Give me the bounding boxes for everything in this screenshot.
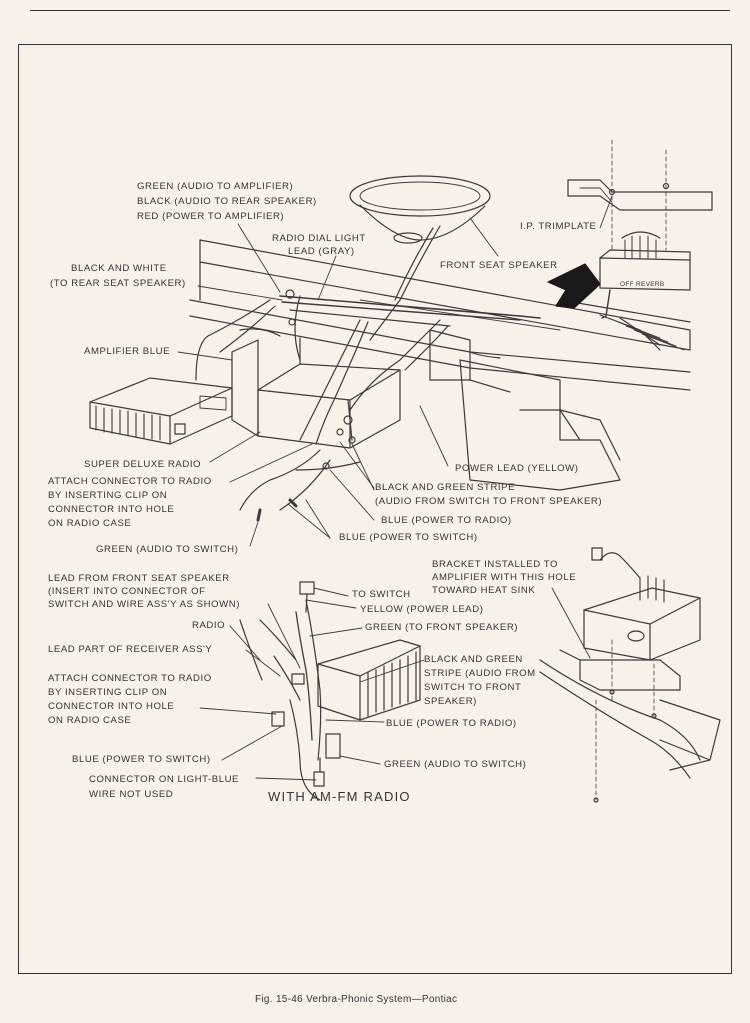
label-blue-power-radio-top: BLUE (POWER TO RADIO) xyxy=(381,515,512,526)
label-black-and-white: BLACK AND WHITE xyxy=(71,263,167,274)
label-wire-not-used: WIRE NOT USED xyxy=(89,789,174,800)
ip-trimplate-switch xyxy=(567,139,713,319)
label-green-audio-switch-top: GREEN (AUDIO TO SWITCH) xyxy=(96,544,239,555)
label-blue-power-switch-bottom: BLUE (POWER TO SWITCH) xyxy=(72,754,211,765)
label-green-front-speaker: GREEN (TO FRONT SPEAKER) xyxy=(365,622,519,633)
label-radio-dial-light: RADIO DIAL LIGHT xyxy=(272,233,366,244)
label-connector-light-blue: CONNECTOR ON LIGHT-BLUE xyxy=(89,774,240,785)
upper-leader-lines xyxy=(177,195,613,547)
label-black-green-bottom-4: SPEAKER) xyxy=(424,696,477,707)
label-attach-connector-bottom-1: ATTACH CONNECTOR TO RADIO xyxy=(48,673,212,684)
label-attach-connector-top-3: CONNECTOR INTO HOLE xyxy=(48,504,175,515)
label-attach-connector-bottom-2: BY INSERTING CLIP ON xyxy=(48,687,168,698)
label-attach-connector-bottom-3: CONNECTOR INTO HOLE xyxy=(48,701,175,712)
label-power-lead-yellow: POWER LEAD (YELLOW) xyxy=(455,463,579,474)
label-bracket-2: AMPLIFIER WITH THIS HOLE xyxy=(432,572,577,583)
label-black-audio-rear-speaker: BLACK (AUDIO TO REAR SPEAKER) xyxy=(137,196,317,207)
label-black-green-stripe-top: BLACK AND GREEN STRIPE xyxy=(375,482,516,493)
front-seat-speaker xyxy=(349,175,491,341)
label-bracket-3: TOWARD HEAT SINK xyxy=(432,585,536,596)
super-deluxe-radio xyxy=(231,328,401,449)
label-switch-off-reverb: OFF REVERB xyxy=(620,281,665,288)
bracket-amplifier-detail xyxy=(539,547,721,803)
top-rule xyxy=(30,10,730,11)
label-super-deluxe-radio: SUPER DELUXE RADIO xyxy=(84,459,202,470)
figure-caption: Fig. 15-46 Verbra-Phonic System—Pontiac xyxy=(255,994,458,1005)
label-blue-power-switch-top: BLUE (POWER TO SWITCH) xyxy=(339,532,478,543)
amfm-radio-detail xyxy=(239,581,421,801)
label-red-power-amplifier: RED (POWER TO AMPLIFIER) xyxy=(137,211,285,222)
location-arrow-icon xyxy=(547,263,601,309)
upper-wiring-harness xyxy=(195,289,541,522)
label-ip-trimplate: I.P. TRIMPLATE xyxy=(520,221,597,232)
label-audio-switch-front-speaker-top: (AUDIO FROM SWITCH TO FRONT SPEAKER) xyxy=(375,496,603,507)
label-black-green-bottom-2: STRIPE (AUDIO FROM xyxy=(424,668,536,679)
label-to-rear-seat-speaker: (TO REAR SEAT SPEAKER) xyxy=(50,278,186,289)
label-to-switch: TO SWITCH xyxy=(352,589,411,600)
label-lead-part-receiver: LEAD PART OF RECEIVER ASS'Y xyxy=(48,644,213,655)
label-blue-power-radio-bottom: BLUE (POWER TO RADIO) xyxy=(386,718,517,729)
label-radio-dial-light-gray: LEAD (GRAY) xyxy=(288,246,355,257)
label-attach-connector-top-1: ATTACH CONNECTOR TO RADIO xyxy=(48,476,212,487)
label-bracket-1: BRACKET INSTALLED TO xyxy=(432,559,558,570)
section-title-am-fm: WITH AM-FM RADIO xyxy=(268,789,411,804)
label-attach-connector-top-2: BY INSERTING CLIP ON xyxy=(48,490,168,501)
label-black-green-bottom-1: BLACK AND GREEN xyxy=(424,654,523,665)
label-front-seat-speaker: FRONT SEAT SPEAKER xyxy=(440,260,558,271)
figure-frame xyxy=(18,44,732,974)
label-radio: RADIO xyxy=(192,620,226,631)
label-lead-front-seat-1: LEAD FROM FRONT SEAT SPEAKER xyxy=(48,573,230,584)
label-lead-front-seat-2: (INSERT INTO CONNECTOR OF xyxy=(48,586,206,597)
label-yellow-power-lead: YELLOW (POWER LEAD) xyxy=(360,604,484,615)
label-amplifier-blue: AMPLIFIER BLUE xyxy=(84,346,171,357)
label-green-audio-amplifier: GREEN (AUDIO TO AMPLIFIER) xyxy=(137,181,294,192)
label-black-green-bottom-3: SWITCH TO FRONT xyxy=(424,682,522,693)
instrument-panel xyxy=(189,239,691,491)
label-lead-front-seat-3: SWITCH AND WIRE ASS'Y AS SHOWN) xyxy=(48,599,240,610)
upper-amplifier xyxy=(89,377,233,445)
label-green-audio-switch-bottom: GREEN (AUDIO TO SWITCH) xyxy=(384,759,527,770)
lower-leader-lines xyxy=(199,587,425,781)
label-attach-connector-bottom-4: ON RADIO CASE xyxy=(48,715,132,726)
label-attach-connector-top-4: ON RADIO CASE xyxy=(48,518,132,529)
